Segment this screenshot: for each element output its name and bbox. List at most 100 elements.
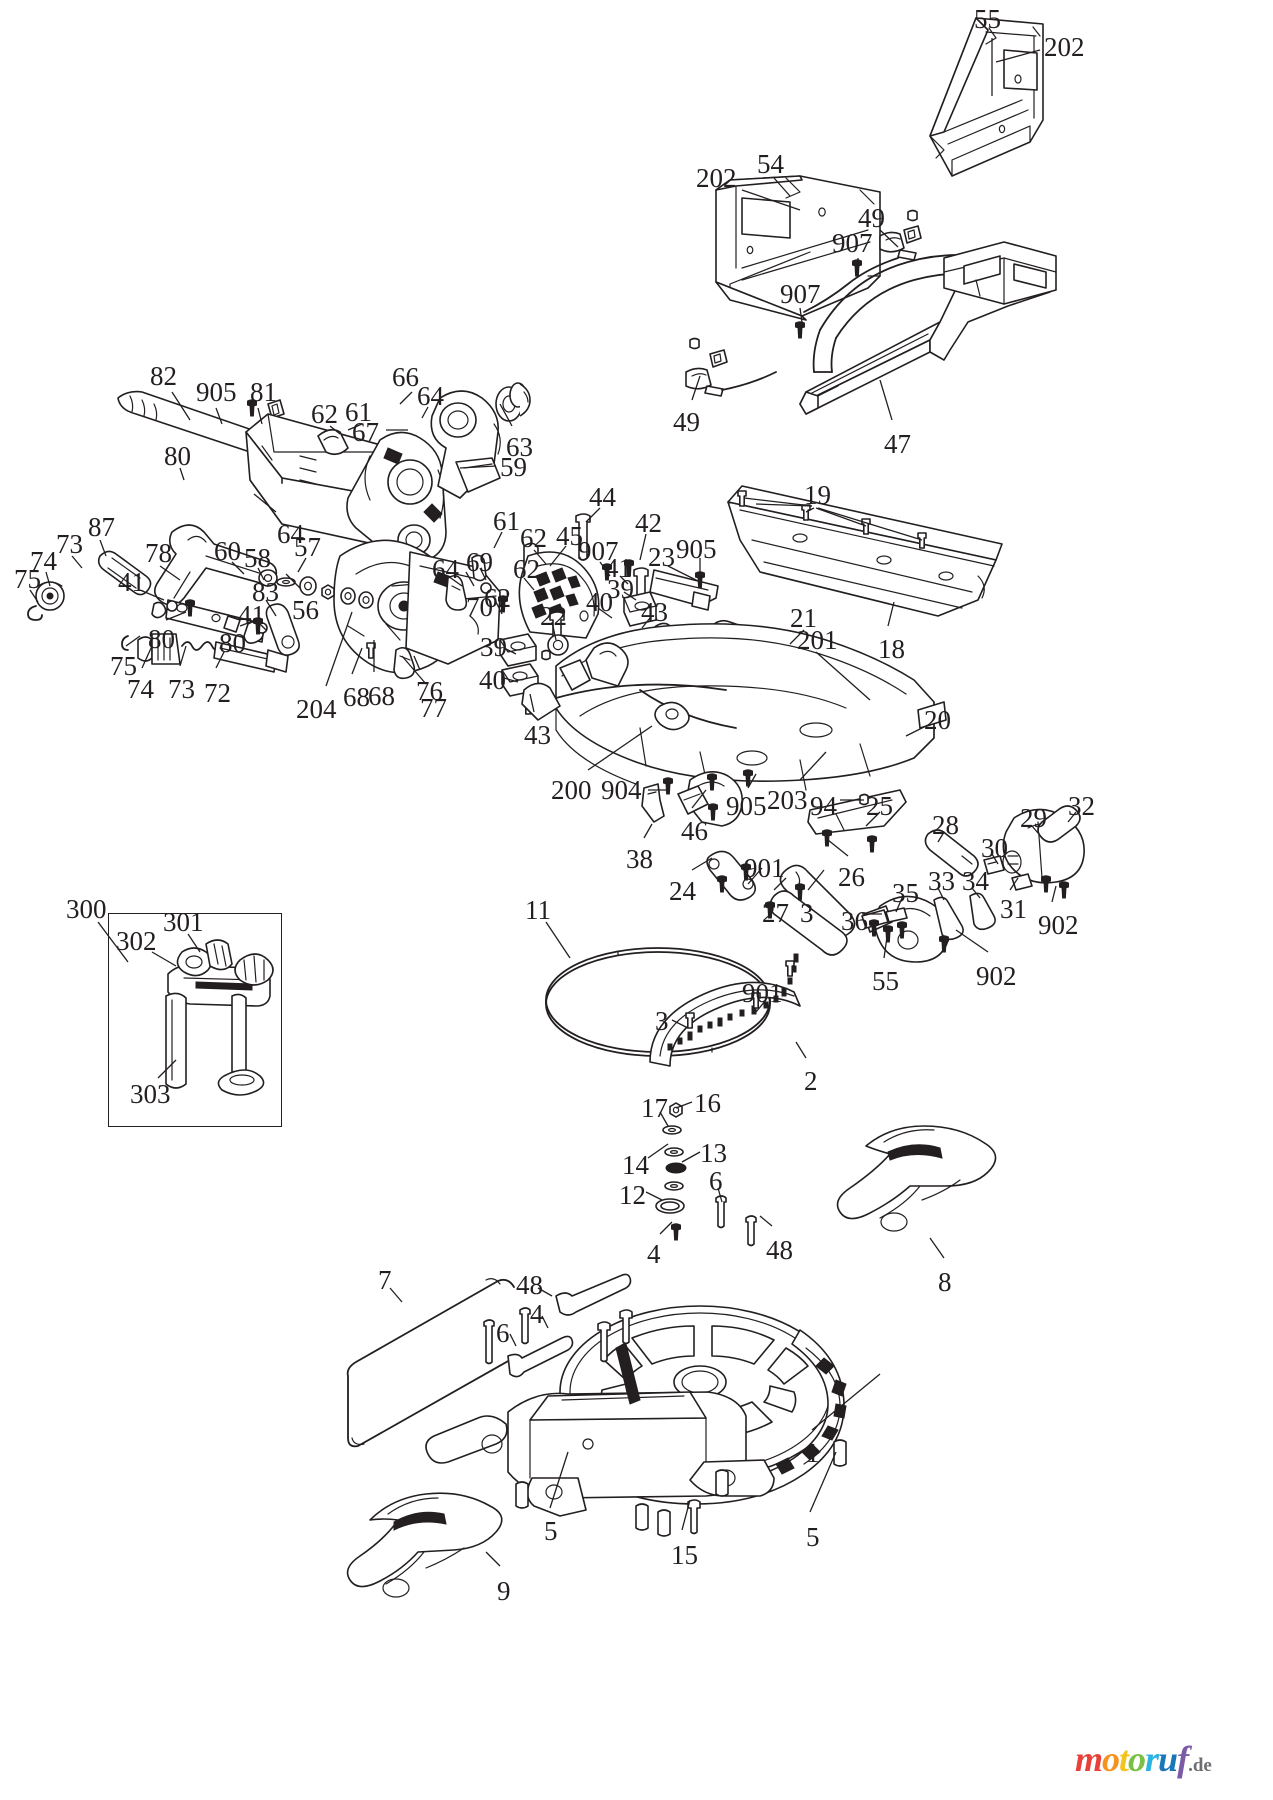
callout-number-87: 87 (88, 512, 115, 542)
part-turntable-arm (521, 623, 947, 791)
callout-number-16: 16 (694, 1088, 721, 1118)
callout-number-72: 72 (204, 678, 231, 708)
callout-number-303: 303 (130, 1079, 171, 1109)
leader-line-21 (789, 629, 805, 645)
callout-number-1: 1 (806, 1438, 820, 1468)
callout-number-17: 17 (641, 1093, 668, 1123)
part-fence-plate-55 (929, 17, 1044, 177)
leader-line-201 (815, 651, 871, 701)
leader-line-43 (529, 693, 535, 713)
leader-line-80 (179, 467, 185, 481)
leader-line-87 (99, 539, 107, 557)
callout-number-62: 62 (520, 523, 547, 553)
leader-line-42 (639, 533, 647, 561)
detail-inset-box (108, 913, 282, 1127)
callout-number-70: 70 (466, 592, 493, 622)
callout-leader-lines (29, 38, 1077, 1567)
leader-line-55 (883, 929, 889, 959)
leader-line-62 (523, 577, 535, 591)
callout-number-74: 74 (30, 546, 57, 576)
leader-line-61 (493, 531, 503, 549)
callout-number-49: 49 (673, 407, 700, 437)
leader-line-41 (255, 619, 267, 631)
leader-line-63 (499, 403, 513, 427)
leader-line-29 (1031, 825, 1045, 841)
watermark-letter: f (1177, 1739, 1189, 1779)
leader-line-14 (647, 1143, 669, 1159)
callout-number-28: 28 (932, 810, 959, 840)
leader-line-5 (809, 1451, 837, 1513)
callout-number-200: 200 (551, 775, 592, 805)
leader-line-81 (257, 407, 263, 425)
callout-number-21: 21 (790, 603, 817, 633)
leader-line-35 (895, 897, 903, 913)
callout-number-68: 68 (343, 682, 370, 712)
leader-line-11 (545, 921, 571, 959)
callout-number-11: 11 (525, 895, 551, 925)
leader-line-28 (937, 831, 945, 843)
leader-line-64 (253, 493, 277, 513)
watermark-letter: u (1158, 1739, 1178, 1779)
part-handle-8 (836, 1125, 997, 1232)
part-arc-fence-47 (799, 241, 1057, 415)
callout-number-61: 61 (493, 506, 520, 536)
callout-number-42: 42 (635, 508, 662, 538)
part-motor-housing (117, 382, 531, 674)
callout-number-64: 64 (417, 381, 444, 411)
leader-line-72 (215, 651, 225, 669)
leader-line-69 (479, 567, 487, 581)
callout-number-34: 34 (962, 866, 989, 896)
callout-number-31: 31 (1000, 894, 1027, 924)
leader-line-34 (971, 887, 981, 899)
leader-line-16 (675, 1101, 693, 1109)
leader-line-6 (509, 1333, 517, 1347)
leader-line-907 (599, 561, 611, 577)
leader-line-204 (325, 611, 353, 687)
callout-number-5: 5 (544, 1516, 558, 1546)
leader-line-64 (447, 575, 463, 587)
leader-line-62 (329, 425, 341, 435)
leader-line-4 (541, 1315, 549, 1329)
callout-number-6: 6 (709, 1166, 723, 1196)
leader-line-19 (755, 503, 813, 507)
callout-number-44: 44 (589, 482, 616, 512)
callout-number-75: 75 (14, 564, 41, 594)
leader-line-901 (755, 999, 767, 1013)
watermark-letter: t (1119, 1739, 1129, 1779)
leader-line-9 (485, 1551, 501, 1567)
leader-line-901 (747, 867, 763, 885)
callout-number-20: 20 (924, 705, 951, 735)
leader-line-77 (401, 655, 427, 685)
callout-number-62: 62 (311, 399, 338, 429)
leader-line-2 (795, 1041, 807, 1059)
leader-line-907 (799, 307, 803, 323)
callout-number-74: 74 (127, 674, 154, 704)
callout-number-43: 43 (641, 597, 668, 627)
leader-line-31 (1009, 877, 1019, 891)
leader-line-4 (659, 1221, 673, 1235)
leader-line-27 (773, 877, 787, 891)
callout-number-57: 57 (294, 532, 321, 562)
callout-number-302: 302 (116, 926, 157, 956)
callout-number-69: 69 (466, 547, 493, 577)
callout-number-2: 2 (804, 1066, 818, 1096)
part-wire-guard-7 (346, 1273, 632, 1448)
leader-line-80 (239, 619, 257, 627)
callout-number-55: 55 (974, 4, 1001, 34)
callout-number-63: 63 (506, 432, 533, 462)
callout-number-80: 80 (148, 624, 175, 654)
leader-line-41 (139, 589, 165, 601)
callout-number-83: 83 (252, 577, 279, 607)
callout-number-48: 48 (766, 1235, 793, 1265)
callout-number-12: 12 (619, 1180, 646, 1210)
leader-line-1 (811, 1373, 881, 1431)
leader-line-303 (157, 1059, 177, 1079)
callout-number-38: 38 (626, 844, 653, 874)
leader-line-300 (97, 921, 129, 963)
leader-line-47 (879, 379, 893, 421)
leader-line-59 (459, 465, 497, 469)
watermark-letters: motoruf (1075, 1739, 1189, 1779)
callout-number-78: 78 (145, 538, 172, 568)
